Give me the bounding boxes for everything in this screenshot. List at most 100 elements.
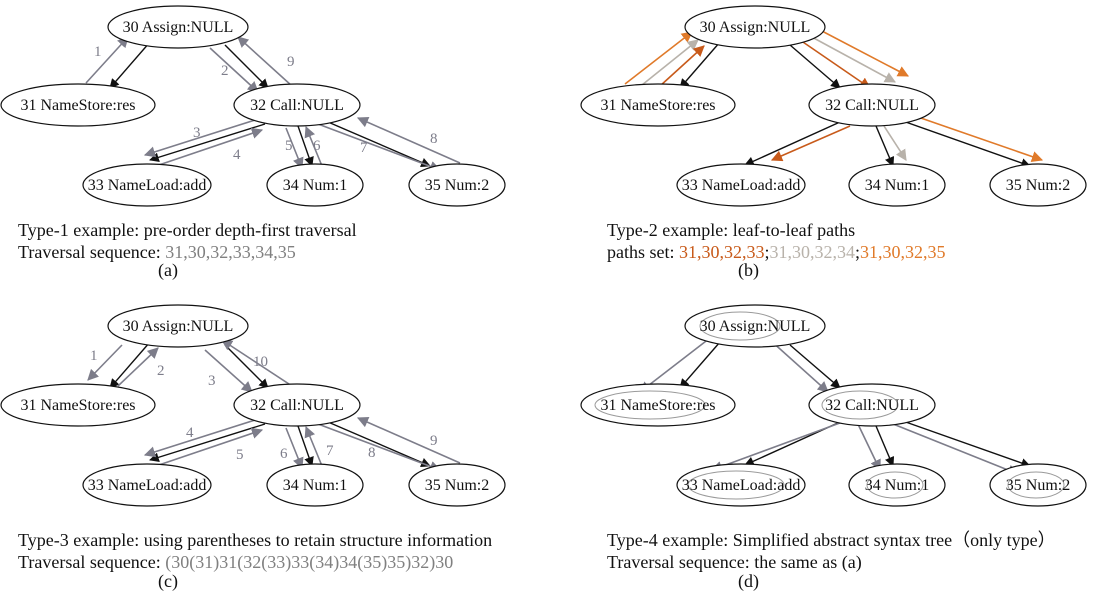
edge-label: 4 — [233, 147, 241, 163]
svg-text:32 Call:NULL: 32 Call:NULL — [825, 397, 919, 414]
panel-letter-c: (c) — [158, 571, 178, 591]
svg-text:32 Call:NULL: 32 Call:NULL — [250, 97, 344, 114]
svg-text:30 Assign:NULL: 30 Assign:NULL — [123, 318, 234, 335]
edge-label: 1 — [90, 348, 98, 364]
edge-32-33 — [149, 423, 266, 463]
trav-arrow-2 — [117, 347, 159, 387]
edge-32-35 — [899, 419, 1031, 468]
trav-arrow-9 — [237, 36, 293, 87]
edge-label: 9 — [430, 433, 438, 449]
path-arrow — [914, 115, 1044, 162]
svg-text:35 Num:2: 35 Num:2 — [425, 177, 489, 194]
edge-label: 3 — [208, 373, 216, 389]
simplified-arrow — [639, 337, 711, 393]
node-31: 31 NameStore:res — [580, 383, 736, 427]
edge-label: 8 — [430, 131, 438, 147]
trav-arrow-4 — [149, 127, 264, 169]
caption-d: Type-4 example: Simplified abstract synt… — [607, 529, 1056, 573]
edge-32-34 — [297, 425, 314, 467]
edge-30-32 — [789, 344, 841, 389]
trav-arrow-4 — [143, 419, 256, 458]
svg-text:34 Num:1: 34 Num:1 — [283, 477, 347, 494]
panel-letter-b: (b) — [738, 260, 759, 280]
trav-arrow-1 — [85, 36, 129, 84]
svg-text:32 Call:NULL: 32 Call:NULL — [825, 97, 919, 114]
edge-30-32 — [789, 44, 841, 89]
panel-b: 30 Assign:NULL 31 NameStore:res 32 Call:… — [580, 5, 1087, 207]
node-35: 35 Num:2 — [408, 163, 506, 207]
node-33: 33 NameLoad:add — [82, 463, 212, 507]
panel-letter-d: (d) — [738, 571, 759, 591]
svg-text:30 Assign:NULL: 30 Assign:NULL — [700, 318, 811, 335]
node-35: 35 Num:2 — [408, 463, 506, 507]
node-32: 32 Call:NULL — [233, 383, 361, 427]
trav-arrow-7 — [317, 123, 442, 172]
edge-label: 10 — [253, 354, 268, 370]
trav-arrow-10 — [221, 339, 293, 387]
panel-c: 1 2 3 4 5 6 7 8 9 10 30 Assign:NULL 31 N… — [0, 304, 506, 507]
svg-text:31 NameStore:res: 31 NameStore:res — [20, 97, 135, 114]
svg-text:33 NameLoad:add: 33 NameLoad:add — [88, 177, 207, 194]
node-32: 32 Call:NULL — [808, 383, 936, 427]
node-30: 30 Assign:NULL — [107, 304, 249, 348]
edge-label: 9 — [287, 54, 295, 70]
simplified-arrow — [710, 419, 849, 472]
trav-arrow-6 — [285, 427, 304, 470]
node-33: 33 NameLoad:add — [676, 463, 806, 507]
svg-text:32 Call:NULL: 32 Call:NULL — [250, 397, 344, 414]
edge-32-35 — [327, 121, 431, 168]
svg-text:30 Assign:NULL: 30 Assign:NULL — [123, 19, 234, 36]
path-arrow — [883, 125, 907, 161]
edge-32-34 — [875, 425, 895, 467]
svg-text:31 NameStore:res: 31 NameStore:res — [600, 397, 715, 414]
svg-text:33 NameLoad:add: 33 NameLoad:add — [88, 477, 207, 494]
edge-30-32 — [224, 44, 269, 89]
svg-text:34 Num:1: 34 Num:1 — [865, 177, 929, 194]
caption-a-title: Type-1 example: pre-order depth-first tr… — [18, 220, 357, 240]
edge-label: 2 — [221, 63, 229, 79]
node-31: 31 NameStore:res — [0, 383, 156, 427]
svg-text:31 NameStore:res: 31 NameStore:res — [600, 97, 715, 114]
edge-label: 2 — [157, 363, 165, 379]
simplified-arrow — [769, 339, 829, 393]
edge-label: 5 — [236, 447, 244, 463]
node-30: 30 Assign:NULL — [684, 304, 826, 348]
edge-32-35 — [899, 119, 1031, 168]
trav-arrow-7 — [304, 425, 323, 467]
simplified-arrow — [855, 419, 881, 472]
svg-text:35 Num:2: 35 Num:2 — [1006, 177, 1070, 194]
node-31: 31 NameStore:res — [0, 83, 156, 127]
edge-label: 7 — [360, 140, 368, 156]
caption-b-sequence: paths set: 31,30,32,33;31,30,32,34;31,30… — [607, 242, 946, 262]
trav-arrow-6 — [304, 125, 323, 167]
node-35: 35 Num:2 — [989, 163, 1087, 207]
caption-d-sequence: Traversal sequence: the same as (a) — [607, 552, 862, 572]
edge-32-34 — [297, 125, 314, 167]
node-32: 32 Call:NULL — [233, 83, 361, 127]
trav-arrow-8 — [356, 116, 461, 164]
edge-label: 6 — [280, 446, 288, 462]
caption-a: Type-1 example: pre-order depth-first tr… — [18, 219, 357, 263]
node-31: 31 NameStore:res — [580, 83, 736, 127]
svg-text:30 Assign:NULL: 30 Assign:NULL — [700, 19, 811, 36]
node-33: 33 NameLoad:add — [82, 163, 212, 207]
svg-text:35 Num:2: 35 Num:2 — [1006, 477, 1070, 494]
node-34: 34 Num:1 — [266, 163, 364, 207]
edge-label: 6 — [313, 138, 321, 154]
node-30: 30 Assign:NULL — [107, 5, 249, 49]
svg-text:35 Num:2: 35 Num:2 — [425, 477, 489, 494]
edge-32-34 — [875, 125, 895, 167]
edge-label: 1 — [94, 44, 102, 60]
caption-c-sequence: Traversal sequence: (30(31)31(32(33)33(3… — [18, 552, 454, 572]
edge-30-31 — [109, 341, 151, 389]
caption-d-title: Type-4 example: Simplified abstract synt… — [607, 530, 1056, 550]
edge-32-33 — [149, 123, 266, 163]
edge-label: 8 — [368, 445, 376, 461]
trav-arrow-1 — [87, 344, 123, 381]
trav-arrow-3 — [204, 349, 253, 393]
edge-label: 7 — [326, 443, 334, 459]
panel-letter-a: (a) — [158, 260, 178, 280]
path-arrow — [770, 125, 851, 162]
svg-text:33 NameLoad:add: 33 NameLoad:add — [682, 477, 801, 494]
